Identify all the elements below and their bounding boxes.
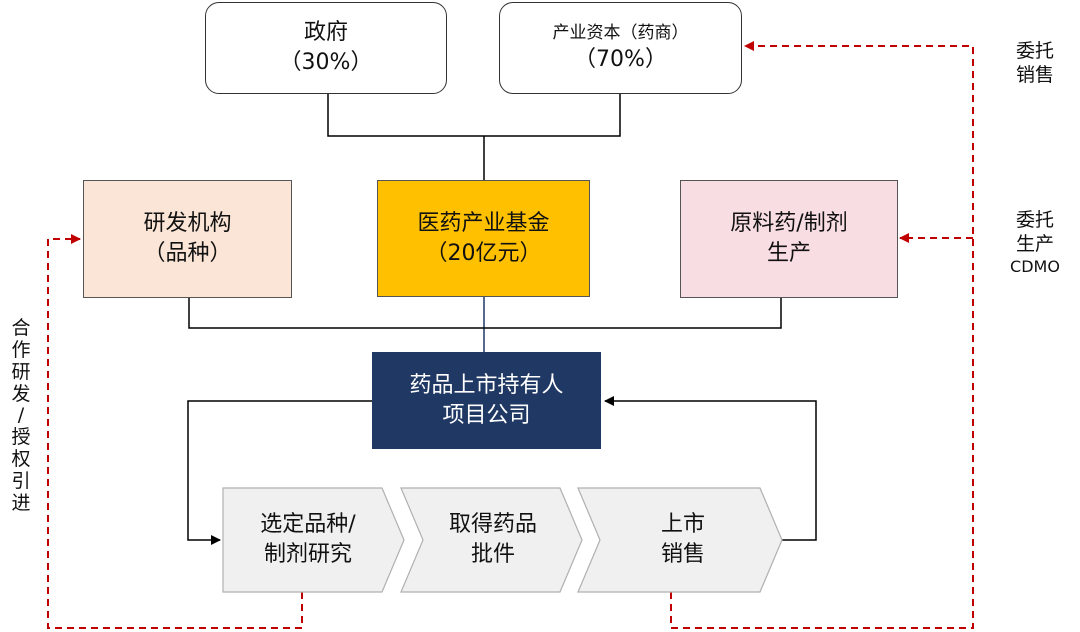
fund-label: 医药产业基金 (417, 210, 550, 236)
industry-capital-share: （70%） (574, 46, 667, 72)
mah-company-sub: 项目公司 (442, 402, 531, 428)
cooperation-char: 进 (11, 491, 31, 514)
mah-to-step1-arrow (187, 400, 372, 545)
entrusted-production-line1: 委托 (1015, 209, 1054, 231)
cooperation-dashed-arrow (47, 234, 303, 629)
owners-to-fund-connector (327, 94, 621, 180)
industry-capital-label: 产业资本（药商） (552, 22, 689, 43)
api-production-box: 原料药/制剂 生产 (680, 180, 898, 298)
mah-company-box: 药品上市持有人 项目公司 (372, 352, 601, 449)
cooperation-char: 授 (11, 426, 31, 449)
step-market-sales: 上市 销售 (598, 488, 768, 592)
government-box: 政府 （30%） (205, 2, 447, 94)
step1-chevron (222, 487, 405, 593)
step-market-sales-line2: 销售 (660, 542, 705, 567)
entrusted-production-line2: 生产 (1015, 232, 1054, 255)
rd-institution-box: 研发机构 （品种） (83, 180, 292, 298)
entrusted-dashed-arrow (670, 41, 974, 629)
step-select-variety-line1: 选定品种/ (260, 512, 356, 538)
partners-to-mah-connector (188, 298, 782, 329)
entrusted-sales-line1: 委托 (1015, 40, 1054, 62)
fund-amount: （20亿元） (425, 240, 542, 266)
step-select-variety: 选定品种/ 制剂研究 (228, 488, 388, 592)
cooperation-char: 发 (11, 382, 31, 405)
step-obtain-approval: 取得药品 批件 (418, 488, 568, 592)
cooperation-char: 研 (11, 360, 31, 383)
step-obtain-approval-line2: 批件 (470, 542, 515, 567)
industry-capital-box: 产业资本（药商） （70%） (499, 2, 742, 94)
cooperation-char: 引 (11, 469, 31, 492)
government-label: 政府 (303, 20, 348, 46)
rd-institution-label: 研发机构 (143, 211, 232, 237)
government-share: （30%） (279, 50, 373, 75)
cooperation-label: 合 作 研 发 / 授 权 引 进 (8, 317, 34, 515)
api-production-label: 原料药/制剂 (730, 211, 848, 237)
cooperation-char: / (17, 404, 25, 427)
entrusted-sales-label: 委托 销售 (1005, 40, 1065, 88)
entrusted-sales-line2: 销售 (1015, 63, 1054, 86)
rd-institution-sub: （品种） (143, 241, 232, 266)
cooperation-char: 权 (11, 448, 31, 471)
cooperation-char: 合 (11, 317, 31, 339)
step-obtain-approval-line1: 取得药品 (448, 512, 537, 538)
step3-chevron (577, 487, 783, 593)
step-select-variety-line2: 制剂研究 (263, 542, 352, 567)
api-production-sub: 生产 (766, 241, 811, 266)
cooperation-char: 作 (11, 338, 31, 361)
entrusted-production-line3: CDMO (1010, 256, 1060, 276)
fund-box: 医药产业基金 （20亿元） (377, 180, 590, 297)
step-market-sales-line1: 上市 (660, 512, 705, 538)
mah-company-label: 药品上市持有人 (409, 372, 564, 398)
step2-chevron (400, 487, 583, 593)
entrusted-production-label: 委托 生产 CDMO (1000, 209, 1070, 277)
sales-to-mah-arrow (604, 396, 817, 541)
